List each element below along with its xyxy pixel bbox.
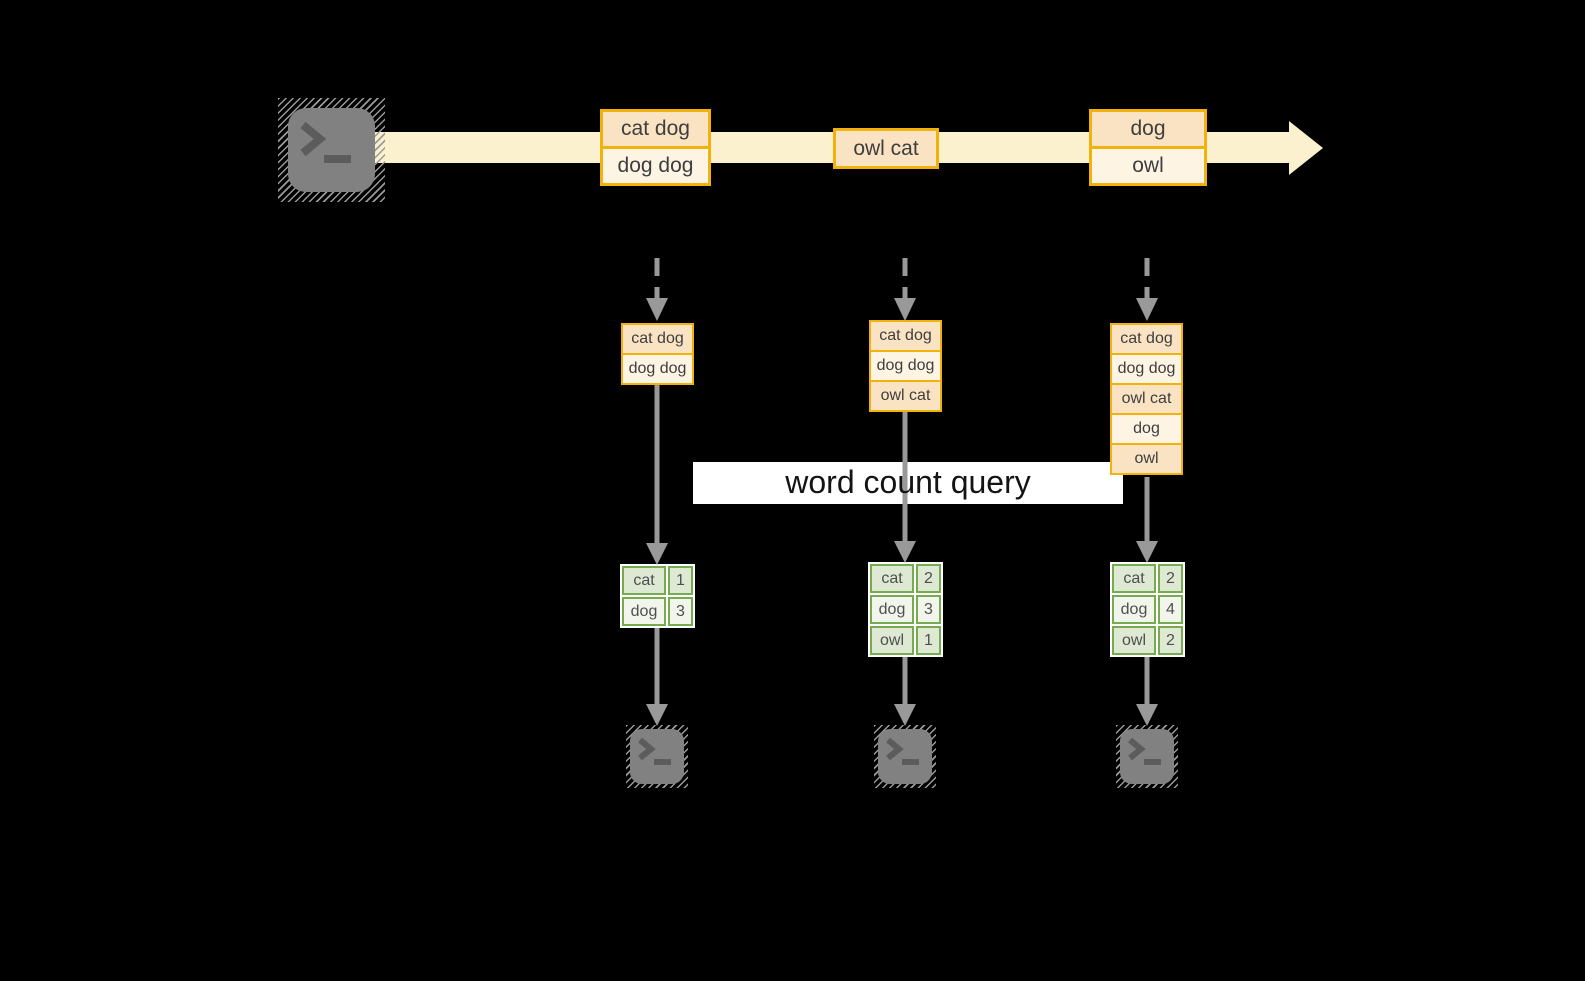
- count-word: cat: [1112, 564, 1156, 593]
- count-table-3: cat 2 dog 4 owl 2: [1110, 562, 1185, 657]
- event-log-1: cat dog dog dog: [621, 323, 694, 385]
- stream-event-row: owl: [1089, 146, 1207, 186]
- terminal-prompt-glyph: [1128, 737, 1161, 765]
- query-band: [693, 462, 1123, 504]
- event-log-3: cat dog dog dog owl cat dog owl: [1110, 323, 1183, 475]
- count-word: cat: [870, 564, 914, 593]
- count-value: 3: [916, 595, 941, 624]
- terminal-prompt-glyph: [638, 737, 671, 765]
- stream-event-1: cat dog dog dog: [600, 109, 711, 186]
- count-value: 3: [668, 597, 693, 626]
- stream-arrowhead: [1289, 121, 1323, 175]
- count-word: dog: [622, 597, 666, 626]
- event-log-row: owl cat: [869, 380, 942, 412]
- flow-arrow-shafts: [654, 385, 1150, 707]
- event-log-row: cat dog: [1110, 323, 1183, 355]
- terminal-prompt-glyph: [886, 737, 919, 765]
- event-log-row: cat dog: [621, 323, 694, 355]
- count-table-2: cat 2 dog 3 owl 1: [868, 562, 943, 657]
- count-word: owl: [1112, 626, 1156, 655]
- terminal-body: [288, 108, 375, 192]
- event-log-row: dog dog: [1110, 353, 1183, 385]
- count-word: dog: [1112, 595, 1156, 624]
- event-log-2: cat dog dog dog owl cat: [869, 320, 942, 412]
- terminal-body: [630, 729, 684, 784]
- stream-event-row: dog dog: [600, 146, 711, 186]
- count-value: 2: [916, 564, 941, 593]
- event-log-row: cat dog: [869, 320, 942, 352]
- stream-event-3: dog owl: [1089, 109, 1207, 186]
- event-log-row: dog: [1110, 413, 1183, 445]
- count-value: 1: [668, 566, 693, 595]
- count-table-1: cat 1 dog 3: [620, 564, 695, 628]
- stream-event-row: cat dog: [600, 109, 711, 149]
- event-log-row: owl: [1110, 443, 1183, 475]
- event-log-row: dog dog: [869, 350, 942, 382]
- terminal-body: [1120, 729, 1174, 784]
- stream-event-row: owl cat: [833, 128, 939, 169]
- count-value: 1: [916, 626, 941, 655]
- count-word: owl: [870, 626, 914, 655]
- sink-terminal-icon-3: [1116, 725, 1178, 788]
- count-value: 4: [1158, 595, 1183, 624]
- stream-event-2: owl cat: [833, 128, 939, 169]
- count-word: dog: [870, 595, 914, 624]
- terminal-body: [878, 729, 932, 784]
- ingest-arrow-shafts: [654, 258, 1150, 299]
- sink-terminal-icon-1: [626, 725, 688, 788]
- count-value: 2: [1158, 564, 1183, 593]
- sink-terminal-icon-2: [874, 725, 936, 788]
- query-label: word count query: [785, 463, 1031, 500]
- event-log-row: dog dog: [621, 353, 694, 385]
- event-log-row: owl cat: [1110, 383, 1183, 415]
- stream-event-row: dog: [1089, 109, 1207, 149]
- stream-source-terminal-icon: [278, 98, 385, 202]
- count-value: 2: [1158, 626, 1183, 655]
- count-word: cat: [622, 566, 666, 595]
- terminal-prompt-glyph: [300, 121, 351, 163]
